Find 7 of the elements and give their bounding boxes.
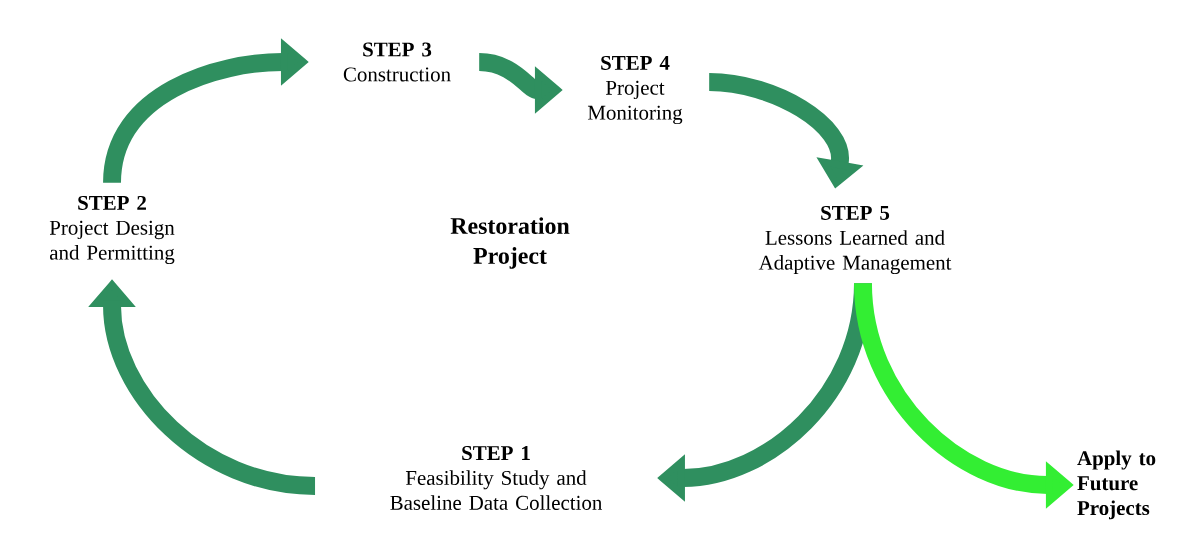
step-label: STEP 1 Feasibility Study and Baseline Data Collection xyxy=(390,446,603,510)
step-label: STEP 3 Construction xyxy=(343,42,451,82)
center-title: Restoration Project xyxy=(450,217,570,269)
step-label: STEP 5 Lessons Learned and Adaptive Management xyxy=(758,205,952,275)
step-label: STEP 4 Project Monitoring xyxy=(587,55,683,125)
step-label: STEP 2 Project Design and Permitting xyxy=(49,195,175,265)
step-label: Apply to Future Projects xyxy=(1077,450,1156,520)
